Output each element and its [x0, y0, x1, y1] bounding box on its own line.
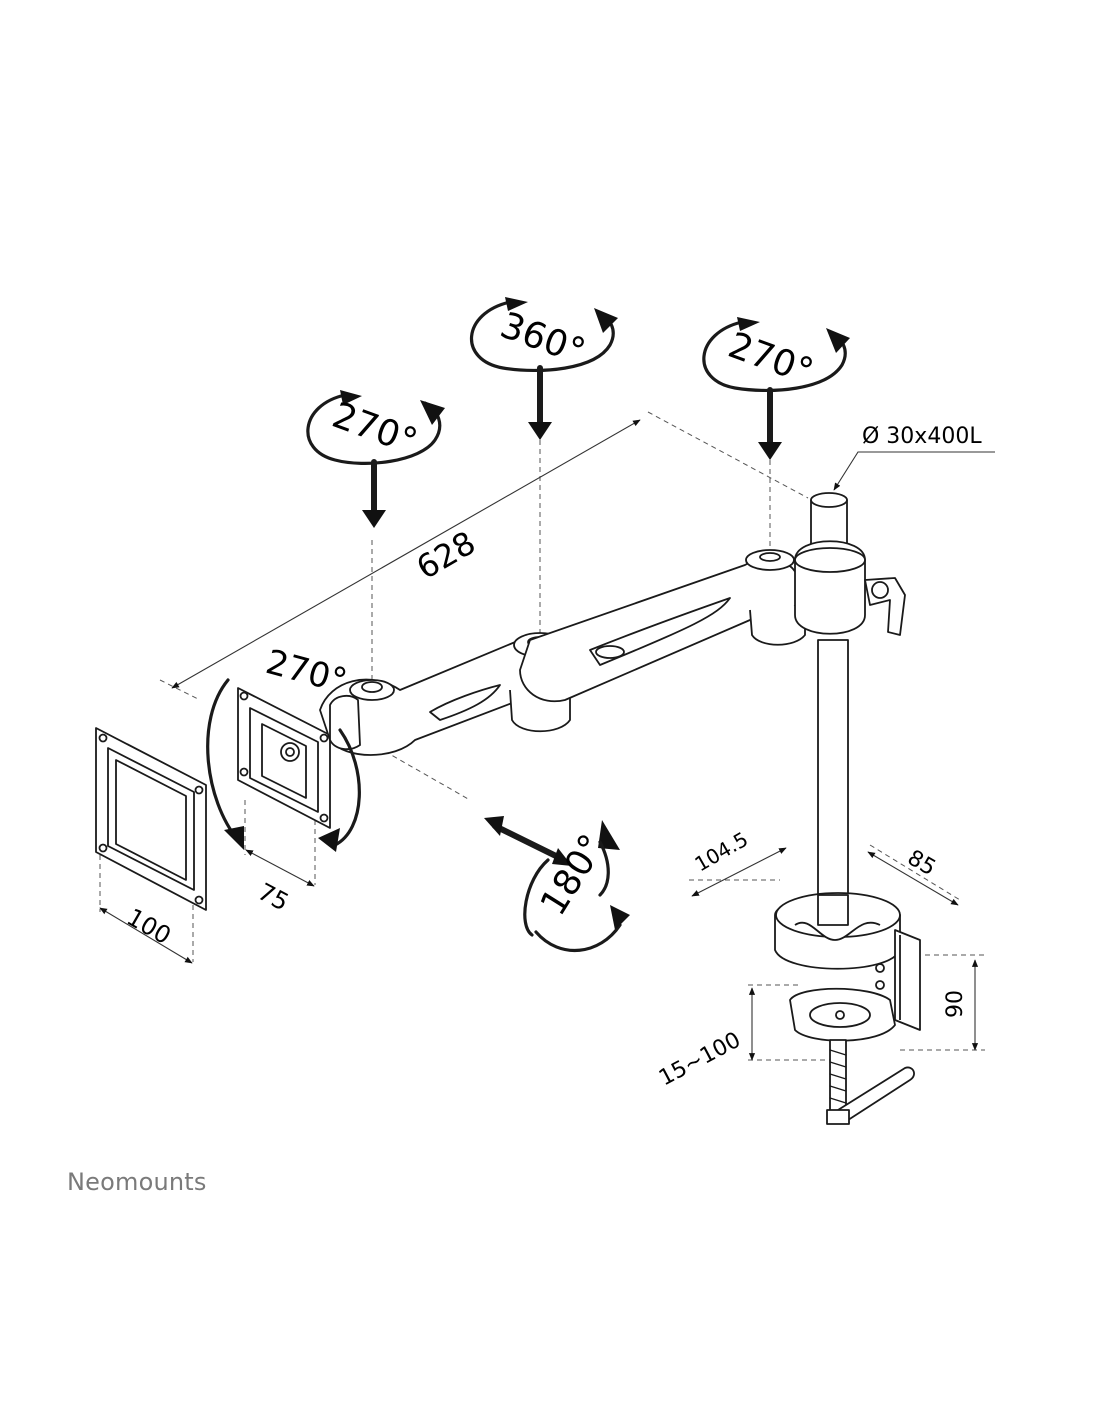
monitor-arm [319, 549, 806, 756]
vesa-large-dimension [99, 907, 193, 964]
rotation-arm-start [306, 390, 445, 528]
rotation-label-arm-start: 270° [327, 395, 423, 463]
desk-thickness-label: 15~100 [655, 1028, 745, 1092]
vesa-large-label: 100 [122, 903, 176, 950]
rotation-arm-top [702, 317, 850, 460]
desk-clamp [774, 892, 921, 1125]
brand-logo: Neomounts [67, 1168, 207, 1196]
rotation-arm-middle [470, 297, 618, 440]
vesa-small-label: 75 [253, 878, 293, 917]
rotation-label-swivel: 180° [533, 828, 614, 923]
rotation-tilt [206, 678, 361, 852]
pole [794, 492, 906, 926]
vesa-small-dimension [245, 849, 315, 887]
rotation-swivel [484, 816, 630, 953]
arm-length-dimension [171, 419, 641, 689]
vesa-plate-100 [95, 727, 207, 911]
clamp-depth-label: 104.5 [691, 827, 753, 876]
clamp-width-dimension [867, 851, 959, 906]
pole-diameter-label: Ø 30x400L [862, 424, 982, 449]
rotation-label-arm-top: 270° [723, 325, 819, 393]
rotation-label-tilt: 270° [262, 642, 351, 702]
rotation-label-arm-middle: 360° [495, 305, 591, 373]
clamp-depth-dimension [691, 847, 787, 897]
pole-leader-line [833, 451, 995, 491]
dimension-lines [99, 419, 995, 1061]
clamp-height-label: 90 [943, 990, 968, 1018]
vesa-plate-75 [237, 687, 331, 829]
arm-length-label: 628 [410, 523, 482, 586]
